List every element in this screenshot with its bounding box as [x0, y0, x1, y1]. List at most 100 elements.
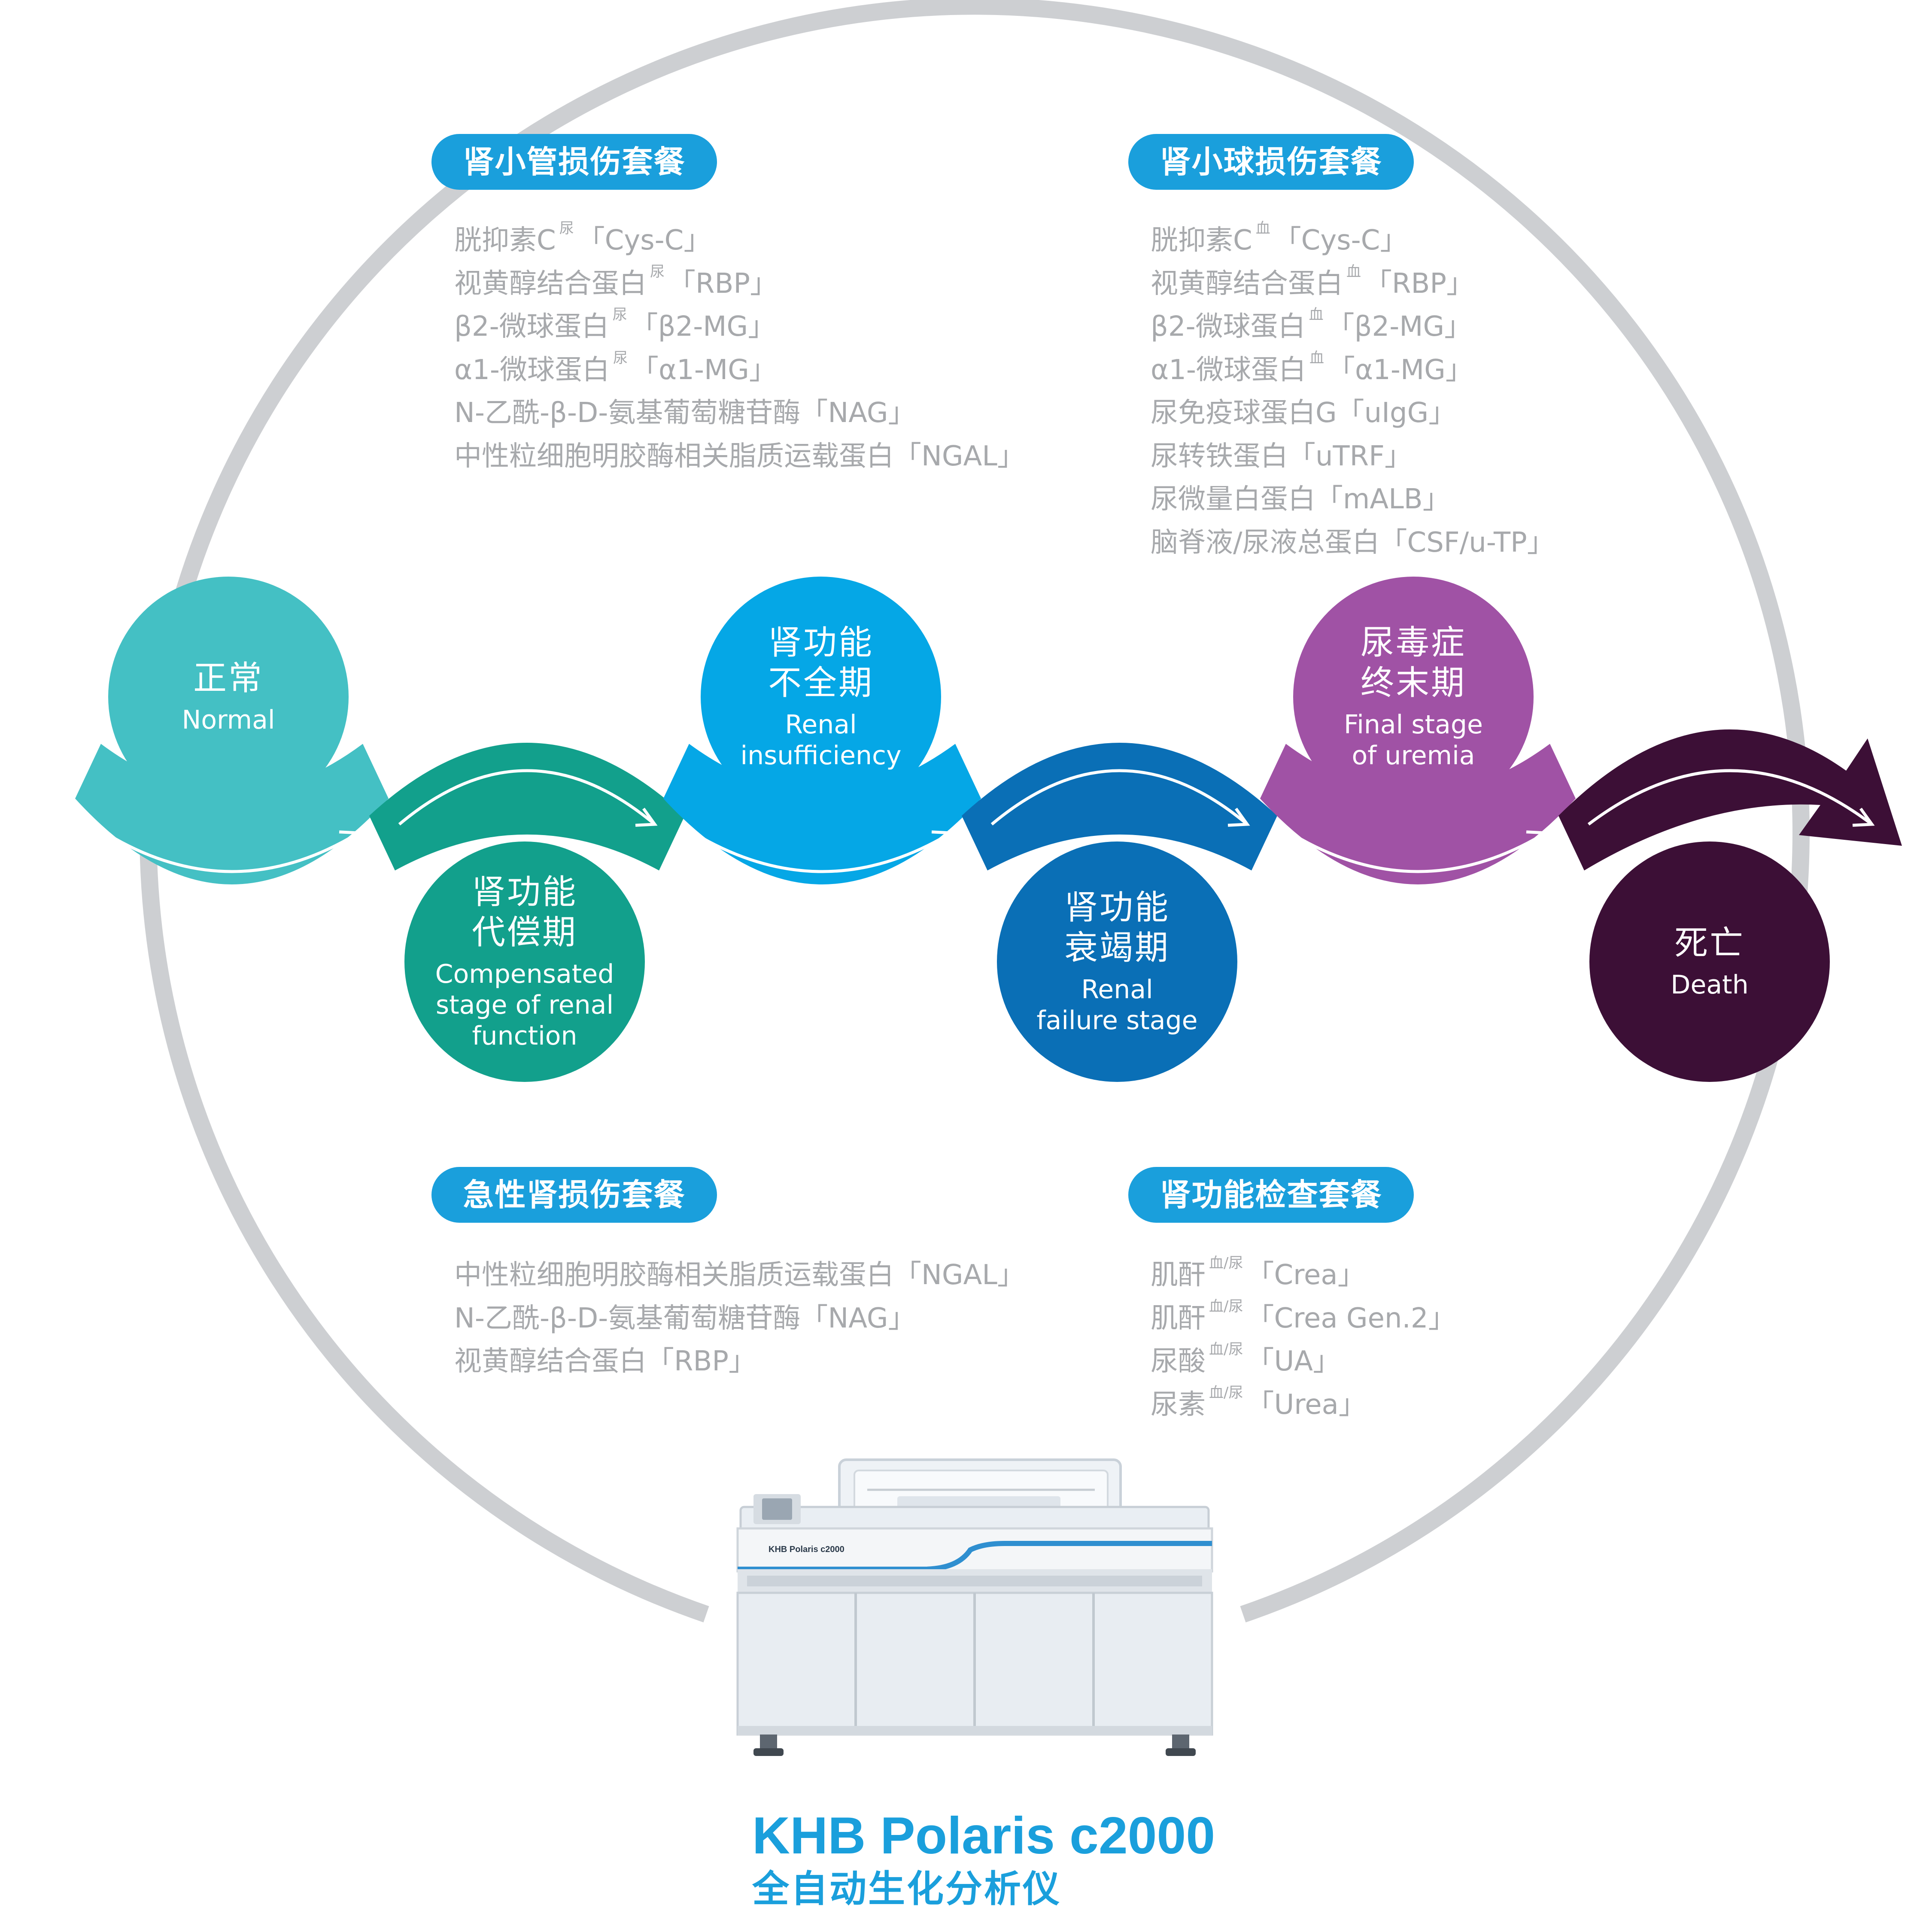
- sample-type: 血/尿: [1209, 1255, 1243, 1272]
- stage-label-zh: 正常: [193, 659, 264, 698]
- panel-item: 视黄醇结合蛋白尿「RBP」: [454, 262, 1025, 306]
- panel-item: 中性粒细胞明胶酶相关脂质运载蛋白「NGAL」: [454, 435, 1025, 478]
- item-code: 「β2-MG」: [1327, 311, 1472, 343]
- sample-type: 血/尿: [1209, 1341, 1243, 1358]
- item-code: 「NGAL」: [894, 440, 1025, 472]
- item-code: 「NAG」: [800, 397, 916, 429]
- sample-type: 血: [1309, 306, 1324, 323]
- sample-type: 尿: [612, 306, 627, 323]
- product-caption: KHB Polaris c2000 全自动生化分析仪: [752, 1805, 1215, 1913]
- item-code: 「α1-MG」: [1327, 354, 1473, 386]
- item-name: 视黄醇结合蛋白: [454, 1346, 647, 1377]
- panel-item: 尿微量白蛋白「mALB」: [1151, 478, 1555, 521]
- stage-label-en: Normal: [182, 705, 275, 735]
- item-name: 肌酐: [1151, 1302, 1206, 1334]
- panel-item: 视黄醇结合蛋白血「RBP」: [1151, 262, 1555, 306]
- item-code: 「RBP」: [668, 267, 778, 300]
- sample-type: 血/尿: [1209, 1384, 1243, 1401]
- ribbon-arrow-line: [990, 769, 1249, 826]
- item-name: 尿免疫球蛋白G: [1151, 397, 1337, 429]
- item-name: 视黄醇结合蛋白: [454, 267, 647, 300]
- panel-list-acute: 中性粒细胞明胶酶相关脂质运载蛋白「NGAL」N-乙酰-β-D-氨基葡萄糖苷酶「N…: [454, 1254, 1025, 1383]
- stage-label-zh: 不全期: [768, 664, 874, 702]
- sample-type: 血: [1346, 263, 1361, 280]
- product-name: KHB Polaris c2000: [752, 1806, 1215, 1865]
- panel-item: N-乙酰-β-D-氨基葡萄糖苷酶「NAG」: [454, 392, 1025, 435]
- ribbon-arrow-line: [1289, 832, 1546, 873]
- panel-title-tubular: 肾小管损伤套餐: [431, 134, 717, 190]
- item-code: 「Cys-C」: [1273, 225, 1408, 256]
- ribbon-arrow-line: [693, 831, 952, 873]
- panel-item: 视黄醇结合蛋白「RBP」: [454, 1340, 1025, 1383]
- ribbon-failure: [962, 743, 1277, 871]
- panel-item: β2-微球蛋白尿「β2-MG」: [454, 305, 1025, 349]
- item-name: 肌酐: [1151, 1259, 1206, 1291]
- stage-normal: 正常 Normal: [108, 577, 349, 817]
- stage-label-zh: 代偿期: [471, 913, 577, 952]
- panel-item: 肌酐血/尿「Crea Gen.2」: [1151, 1297, 1456, 1340]
- panel-item: 脑脊液/尿液总蛋白「CSF/u-TP」: [1151, 521, 1555, 565]
- cycle-ring: [140, 0, 1810, 1622]
- sample-type: 尿: [650, 263, 665, 280]
- item-code: 「UA」: [1246, 1346, 1341, 1377]
- panel-list-function: 肌酐血/尿「Crea」肌酐血/尿「Crea Gen.2」尿酸血/尿「UA」尿素血…: [1151, 1254, 1456, 1426]
- sample-type: 尿: [613, 349, 628, 367]
- ribbon-arrow-head: [635, 808, 658, 827]
- panel-title-function: 肾功能检查套餐: [1128, 1167, 1414, 1223]
- item-name: α1-微球蛋白: [1151, 354, 1306, 386]
- item-name: α1-微球蛋白: [454, 354, 610, 386]
- panel-item: 中性粒细胞明胶酶相关脂质运载蛋白「NGAL」: [454, 1254, 1025, 1297]
- stage-label-en-line: failure stage: [1036, 1005, 1198, 1036]
- item-name: N-乙酰-β-D-氨基葡萄糖苷酶: [454, 397, 801, 429]
- panel-item: 尿转铁蛋白「uTRF」: [1151, 435, 1555, 478]
- item-name: 尿转铁蛋白: [1151, 440, 1288, 472]
- panel-item: 尿素血/尿「Urea」: [1151, 1383, 1456, 1427]
- item-name: 视黄醇结合蛋白: [1151, 267, 1343, 300]
- item-name: 尿素: [1151, 1388, 1206, 1421]
- item-code: 「NAG」: [800, 1302, 916, 1334]
- item-name: β2-微球蛋白: [1151, 311, 1306, 343]
- panel-item: α1-微球蛋白血「α1-MG」: [1151, 349, 1555, 392]
- ribbon-arrow-head: [931, 830, 954, 850]
- item-code: 「Urea」: [1246, 1388, 1366, 1421]
- analyzer-badge: KHB Polaris c2000: [769, 1545, 844, 1554]
- item-code: 「Cys-C」: [577, 225, 711, 256]
- item-name: 尿酸: [1151, 1346, 1206, 1377]
- stage-label-en-line: stage of renal: [435, 990, 614, 1020]
- stage-label-en-line: Compensated: [435, 959, 614, 989]
- item-code: 「uIgG」: [1337, 397, 1456, 429]
- stage-label-en-line: Death: [1671, 970, 1749, 1000]
- item-name: 胱抑素C: [454, 225, 556, 256]
- sample-type: 血: [1255, 220, 1270, 237]
- panel-item: β2-微球蛋白血「β2-MG」: [1151, 305, 1555, 349]
- stage-label-en-line: Final stage: [1344, 710, 1483, 740]
- item-code: 「RBP」: [1364, 267, 1474, 300]
- ribbon-arrow-head: [1852, 808, 1875, 827]
- stage-label-en: Death: [1671, 969, 1748, 1000]
- ribbon-arrow-line: [398, 769, 656, 826]
- item-code: 「α1-MG」: [631, 354, 777, 386]
- ribbon-arrow-line: [1587, 769, 1873, 826]
- panel-item: 尿免疫球蛋白G「uIgG」: [1151, 392, 1555, 435]
- stage-label-zh: 肾功能: [768, 623, 874, 662]
- ribbon-arrow-head: [1526, 830, 1549, 850]
- stage-label-en-line: function: [472, 1021, 577, 1051]
- stage-label-zh: 衰竭期: [1064, 929, 1170, 967]
- item-code: 「uTRF」: [1288, 440, 1412, 472]
- item-code: 「Crea」: [1246, 1259, 1365, 1291]
- stage-label-en-line: insufficiency: [740, 741, 902, 771]
- item-code: 「mALB」: [1315, 483, 1450, 515]
- sample-type: 尿: [559, 220, 574, 237]
- ribbon-arrow-line: [104, 832, 359, 873]
